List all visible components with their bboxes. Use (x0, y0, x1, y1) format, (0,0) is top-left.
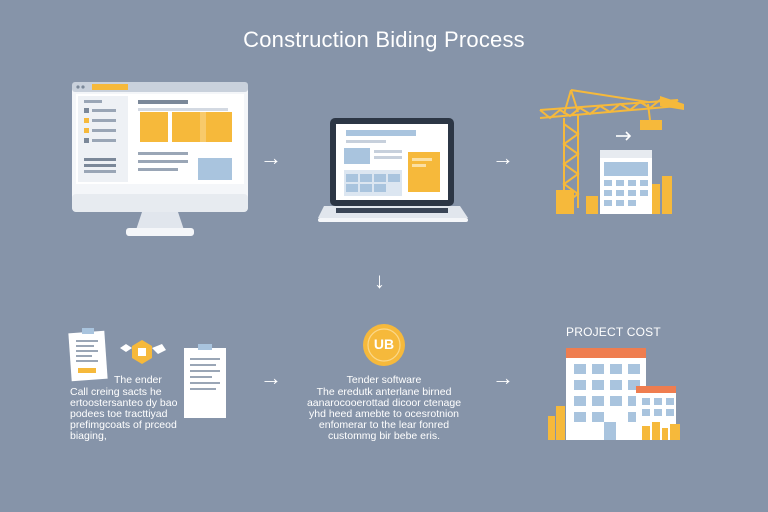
step-documents-heading: The ender (114, 374, 162, 386)
documents-icon (68, 328, 226, 418)
step-documents-line-1: Call creing sacts he (70, 386, 162, 398)
arrow-right-2: → (492, 145, 514, 170)
step-software-line-1: The eredutk anterlane birned (316, 386, 452, 398)
step-software-line-2: aanarocooerottad dicoor ctenage (306, 397, 462, 409)
construction-crane-icon (539, 89, 684, 214)
diagram-title: Construction Biding Process (243, 27, 525, 52)
step-documents-line-2: ertoostersanteo dy bao (70, 397, 178, 409)
software-badge-icon (363, 324, 405, 366)
step-documents-line-3: podees toe tracttiyad (70, 408, 168, 420)
step-software-heading: Tender software (346, 374, 422, 386)
project-cost-label: PROJECT COST (566, 325, 661, 339)
step-documents-line-4: prefimgcoats of prceod (70, 419, 177, 431)
step-software-line-5: custommg bir bebe eris. (327, 430, 441, 442)
software-badge-text: UB (373, 336, 395, 352)
buildings-icon (548, 348, 680, 440)
step-documents-line-5: biaging, (70, 430, 107, 442)
arrow-right-4: → (492, 365, 514, 390)
step-software-line-4: enfomerar to the lear fonred (318, 419, 450, 431)
arrow-right-3: → (260, 365, 282, 390)
laptop-icon (318, 118, 468, 222)
arrow-down: ↓ (374, 268, 385, 293)
step-software-line-3: yhd heed amebte to ocesrotnion (308, 408, 460, 420)
desktop-monitor-icon (72, 82, 248, 236)
arrow-right-1: → (260, 145, 282, 170)
